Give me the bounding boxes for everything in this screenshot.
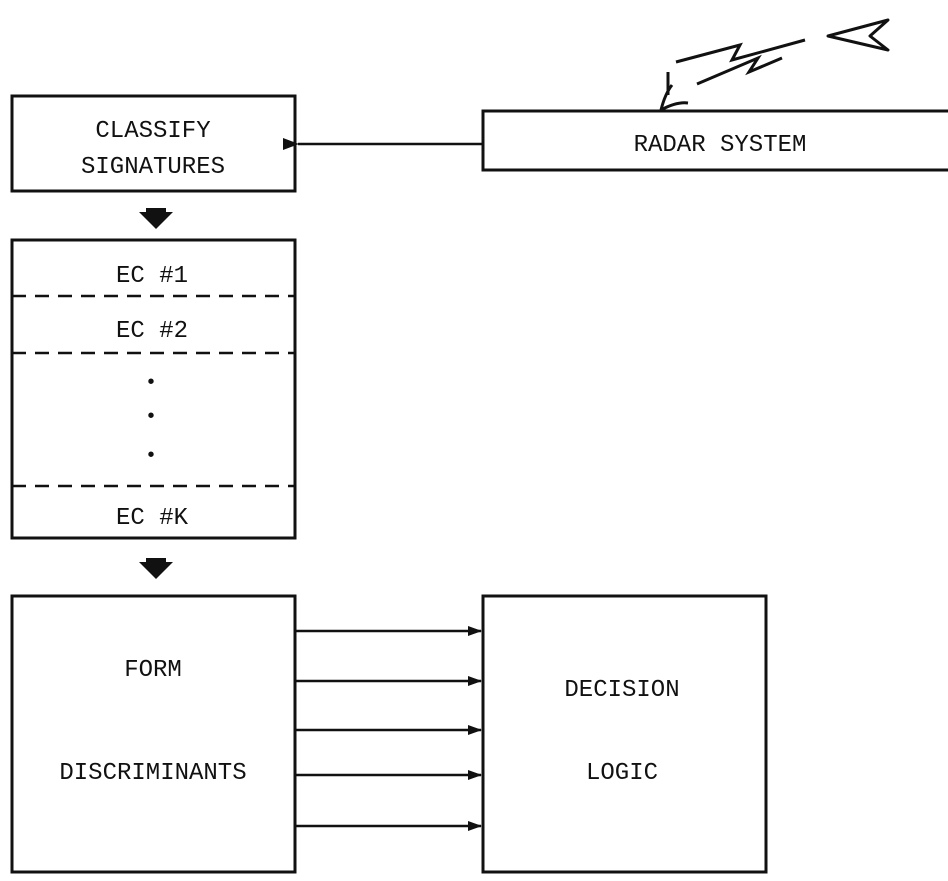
radar-antenna-icon bbox=[661, 72, 688, 110]
down-arrow-1 bbox=[139, 212, 173, 229]
down-arrow-2 bbox=[139, 562, 173, 579]
decision-label-line2: LOGIC bbox=[586, 760, 658, 787]
decision-label-line1: DECISION bbox=[564, 677, 679, 704]
radar-system-box: RADAR SYSTEM bbox=[483, 111, 948, 170]
classify-label-line1: CLASSIFY bbox=[95, 118, 210, 145]
ellipsis-dot-1: • bbox=[145, 372, 157, 395]
lightning-signal-icon bbox=[676, 40, 805, 84]
discriminants-label-line2: DISCRIMINANTS bbox=[59, 760, 246, 787]
discriminants-label-line1: FORM bbox=[124, 657, 182, 684]
classify-label-line2: SIGNATURES bbox=[81, 154, 225, 181]
ec-list-box: EC #1 EC #2 • • • EC #K bbox=[12, 240, 295, 538]
ec-item-1: EC #1 bbox=[116, 263, 188, 290]
form-discriminants-box: FORM DISCRIMINANTS bbox=[12, 596, 295, 872]
ellipsis-dot-2: • bbox=[145, 406, 157, 429]
ellipsis-dot-3: • bbox=[145, 445, 157, 468]
radar-system-label: RADAR SYSTEM bbox=[634, 132, 807, 159]
aircraft-icon bbox=[828, 20, 888, 50]
ec-item-k: EC #K bbox=[116, 505, 189, 532]
decision-logic-box: DECISION LOGIC bbox=[483, 596, 766, 872]
classify-signatures-box: CLASSIFY SIGNATURES bbox=[12, 96, 295, 191]
ec-item-2: EC #2 bbox=[116, 318, 188, 345]
